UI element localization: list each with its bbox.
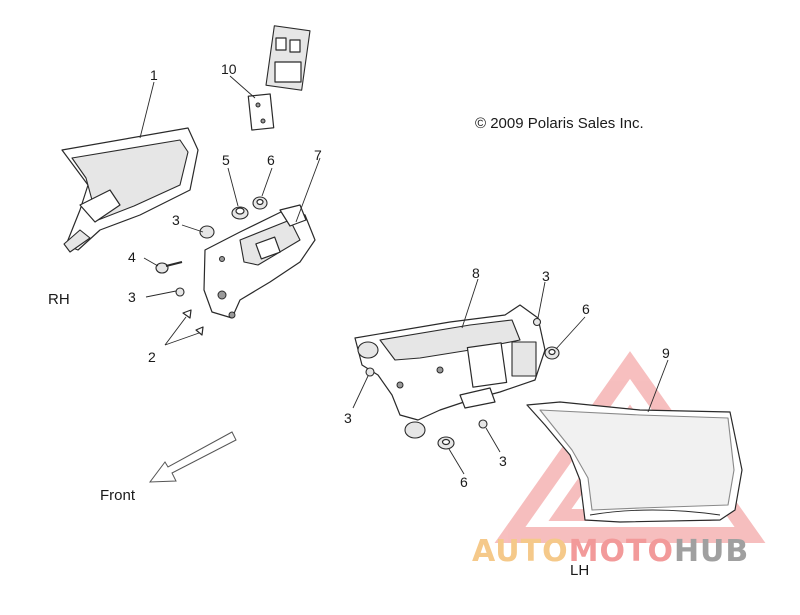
- callout-3-lh-bottom: 3: [499, 453, 507, 469]
- part-3-lh-upper: [532, 317, 542, 327]
- part-6-grommet-rh: [252, 196, 268, 210]
- callout-1: 1: [150, 67, 158, 83]
- callout-3-rh-lower: 3: [128, 289, 136, 305]
- part-3-lh-bottom: [478, 419, 488, 429]
- callout-3-rh-upper: 3: [172, 212, 180, 228]
- leader-lines: [139, 75, 669, 475]
- callout-4: 4: [128, 249, 136, 265]
- callout-3-lh-left: 3: [344, 410, 352, 426]
- callout-3-lh-upper: 3: [542, 268, 550, 284]
- part-3-rh-upper: [199, 225, 225, 262]
- part-6-lh-grommet-lower: [437, 436, 455, 450]
- side-label-rh: RH: [48, 291, 70, 308]
- part-4-bolt-washer: [155, 261, 183, 274]
- callout-5: 5: [222, 152, 230, 168]
- part-2-clips: [182, 309, 204, 336]
- part-10-switch: [247, 25, 311, 131]
- svg-text:AUTOMOTOHUB: AUTOMOTOHUB: [472, 534, 749, 569]
- callout-8: 8: [472, 265, 480, 281]
- callout-6-lh-lower: 6: [460, 474, 468, 490]
- callout-6-rh: 6: [267, 152, 275, 168]
- copyright-text: © 2009 Polaris Sales Inc.: [475, 115, 644, 132]
- side-label-lh: LH: [570, 562, 589, 579]
- part-3-rh-lower: [175, 287, 185, 297]
- part-1-rh-panel: [61, 127, 199, 253]
- callout-2: 2: [148, 349, 156, 365]
- part-9-lh-panel: [526, 401, 743, 523]
- part-7-rh-bracket: [203, 204, 316, 319]
- callout-10: 10: [221, 61, 237, 77]
- callout-6-lh-upper: 6: [582, 301, 590, 317]
- front-direction-arrow: [148, 431, 237, 483]
- watermark-moto: MOTO: [569, 534, 674, 569]
- part-6-lh-grommet-upper: [544, 346, 560, 360]
- watermark-text: AUTOMOTOHUB: [472, 534, 749, 569]
- callout-numbers: 1 10 5 6 7 3 4 3 2 8 3 6 9 3 6 3: [128, 61, 670, 490]
- callout-7: 7: [314, 147, 322, 163]
- callout-9: 9: [662, 345, 670, 361]
- front-label: Front: [100, 487, 136, 504]
- part-8-lh-bracket: [354, 304, 546, 439]
- watermark-hub: HUB: [674, 534, 749, 569]
- part-5-grommet: [231, 206, 249, 220]
- watermark-auto: AUTO: [472, 534, 569, 569]
- part-3-lh-left: [365, 367, 375, 377]
